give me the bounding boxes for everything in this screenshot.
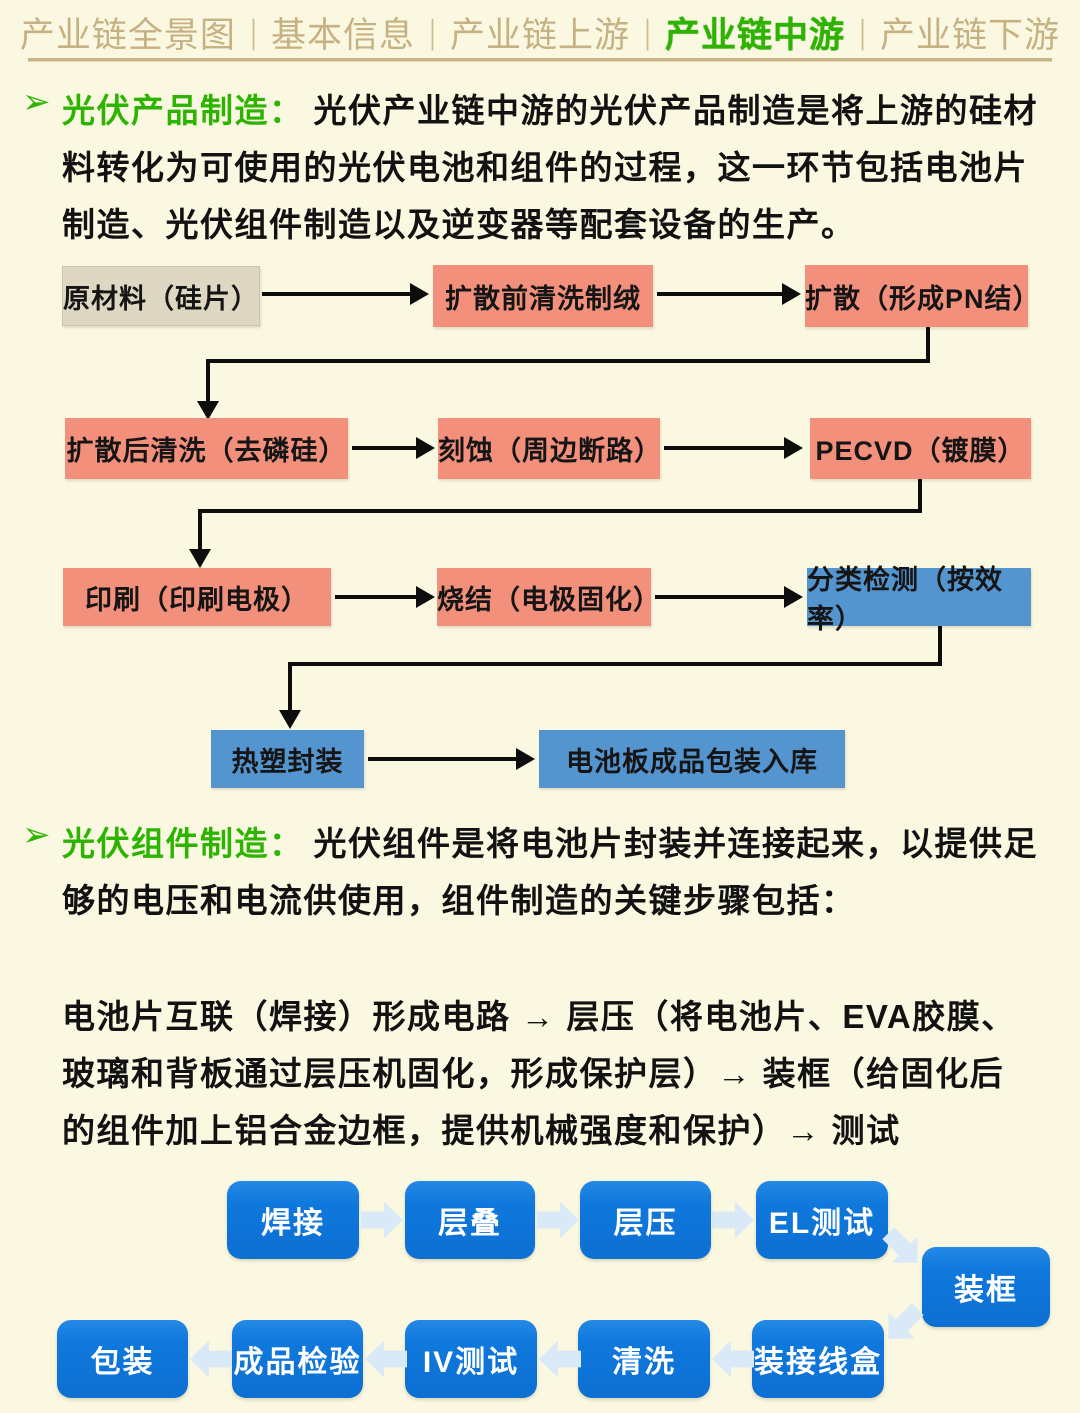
chevron-right-icon — [361, 1201, 403, 1239]
flow1-box-pecvd: PECVD（镀膜） — [810, 418, 1031, 479]
arrow-connector — [352, 446, 418, 450]
flow1-box-post-clean: 扩散后清洗（去磷硅） — [65, 418, 348, 479]
nav-separator: | — [644, 12, 652, 51]
arrow-connector — [368, 757, 518, 761]
chevron-right-icon — [537, 1201, 579, 1239]
chevron-left-icon — [190, 1340, 232, 1378]
flow2-box-welding: 焊接 — [227, 1181, 359, 1259]
elbow-connector — [206, 359, 210, 403]
chevron-right-icon — [712, 1201, 754, 1239]
flow2-box-iv-test: IV测试 — [405, 1320, 537, 1398]
flow2-box-packing: 包装 — [57, 1320, 188, 1398]
section-pv-product-manufacturing: ➢ 光伏产品制造：光伏产业链中游的光伏产品制造是将上游的硅材 料转化为可使用的光… — [0, 82, 1080, 253]
arrow-bullet-icon: ➢ — [22, 83, 51, 121]
flow1-box-sintering: 烧结（电极固化） — [437, 568, 660, 626]
arrowhead-right — [784, 586, 803, 608]
arrow-connector — [664, 446, 786, 450]
flow1-box-printing: 印刷（印刷电极） — [63, 568, 331, 626]
process-line2: 玻璃和背板通过层压机固化，形成保护层）→ 装框（给固化后 — [62, 1055, 1005, 1092]
flow2-box-framing: 装框 — [922, 1247, 1050, 1327]
flow1-box-sorting: 分类检测（按效率） — [807, 565, 1031, 634]
section1-line2: 料转化为可使用的光伏电池和组件的过程，这一环节包括电池片 — [62, 149, 1028, 186]
elbow-connector — [198, 509, 202, 551]
arrowhead-down — [197, 401, 219, 420]
section2-line2: 够的电压和电流供使用，组件制造的关键步骤包括： — [62, 882, 856, 919]
flow2-box-cleaning: 清洗 — [578, 1320, 710, 1398]
arrow-connector — [262, 292, 412, 296]
arrowhead-right — [416, 586, 435, 608]
tab-basic-info[interactable]: 基本信息 — [270, 15, 415, 55]
process-line3: 的组件加上铝合金边框，提供机械强度和保护）→ 测试 — [62, 1112, 901, 1149]
arrowhead-right — [782, 283, 801, 305]
section1-line3: 制造、光伏组件制造以及逆变器等配套设备的生产。 — [62, 206, 856, 243]
arrow-connector — [335, 595, 418, 599]
flow1-box-warehouse: 电池板成品包装入库 — [539, 730, 845, 788]
process-line1: 电池片互联（焊接）形成电路 → 层压（将电池片、EVA胶膜、 — [62, 998, 1016, 1035]
flow2-box-junction-box: 装接线盒 — [752, 1320, 884, 1398]
cell-production-flowchart: 原材料（硅片） 扩散前清洗制绒 扩散（形成PN结） 扩散后清洗（去磷硅） 刻蚀（… — [0, 255, 1080, 800]
tab-midstream-active[interactable]: 产业链中游 — [665, 15, 846, 55]
arrowhead-right — [410, 283, 429, 305]
section2-text: 光伏组件是将电池片封装并连接起来，以提供足 — [313, 825, 1038, 862]
arrowhead-right — [516, 748, 535, 770]
flow2-box-final-check: 成品检验 — [232, 1320, 363, 1398]
flow1-box-diffusion: 扩散（形成PN结） — [805, 265, 1040, 327]
module-assembly-flowchart: 焊接 层叠 层压 EL测试 装框 包装 成品检验 IV测试 清洗 装接线盒 — [0, 1175, 1080, 1413]
arrowhead-down — [279, 710, 301, 729]
flow2-box-stacking: 层叠 — [405, 1181, 535, 1259]
elbow-connector — [938, 626, 942, 666]
elbow-connector — [288, 662, 942, 666]
elbow-connector — [198, 509, 922, 513]
arrowhead-down — [189, 549, 211, 568]
nav-separator: | — [859, 12, 867, 51]
nav-separator: | — [249, 12, 257, 51]
elbow-connector — [926, 327, 930, 363]
flow2-box-el-test: EL测试 — [756, 1181, 888, 1259]
tab-panorama[interactable]: 产业链全景图 — [19, 15, 236, 55]
arrow-connector — [655, 595, 786, 599]
top-nav: 产业链全景图 | 基本信息 | 产业链上游 | 产业链中游 | 产业链下游 — [0, 0, 1080, 64]
nav-underline — [28, 58, 1052, 62]
section1-title: 光伏产品制造： — [62, 92, 304, 129]
flow1-box-lamination-pack: 热塑封装 — [211, 730, 364, 788]
flow1-box-pre-clean: 扩散前清洗制绒 — [433, 265, 653, 327]
nav-separator: | — [428, 12, 436, 51]
section-pv-module-manufacturing: ➢ 光伏组件制造：光伏组件是将电池片封装并连接起来，以提供足 够的电压和电流供使… — [0, 815, 1080, 929]
flow1-box-etching: 刻蚀（周边断路） — [438, 418, 661, 479]
module-process-description: 电池片互联（焊接）形成电路 → 层压（将电池片、EVA胶膜、 玻璃和背板通过层压… — [0, 988, 1080, 1159]
chevron-left-icon — [712, 1340, 754, 1378]
arrowhead-right — [416, 437, 435, 459]
arrowhead-right — [784, 437, 803, 459]
tab-downstream[interactable]: 产业链下游 — [880, 15, 1061, 55]
section1-line1: 光伏产品制造：光伏产业链中游的光伏产品制造是将上游的硅材 — [0, 82, 1080, 139]
section1-text: 光伏产业链中游的光伏产品制造是将上游的硅材 — [313, 92, 1038, 129]
section2-line1: 光伏组件制造：光伏组件是将电池片封装并连接起来，以提供足 — [0, 815, 1080, 872]
chevron-left-icon — [365, 1340, 407, 1378]
flow1-box-raw-material: 原材料（硅片） — [62, 266, 260, 326]
tab-upstream[interactable]: 产业链上游 — [449, 15, 630, 55]
arrow-connector — [657, 292, 784, 296]
elbow-connector — [918, 479, 922, 513]
flow2-box-laminating: 层压 — [580, 1181, 711, 1259]
elbow-connector — [288, 662, 292, 712]
chevron-left-icon — [539, 1340, 581, 1378]
section2-title: 光伏组件制造： — [62, 825, 304, 862]
arrow-bullet-icon: ➢ — [22, 816, 51, 854]
elbow-connector — [206, 359, 930, 363]
